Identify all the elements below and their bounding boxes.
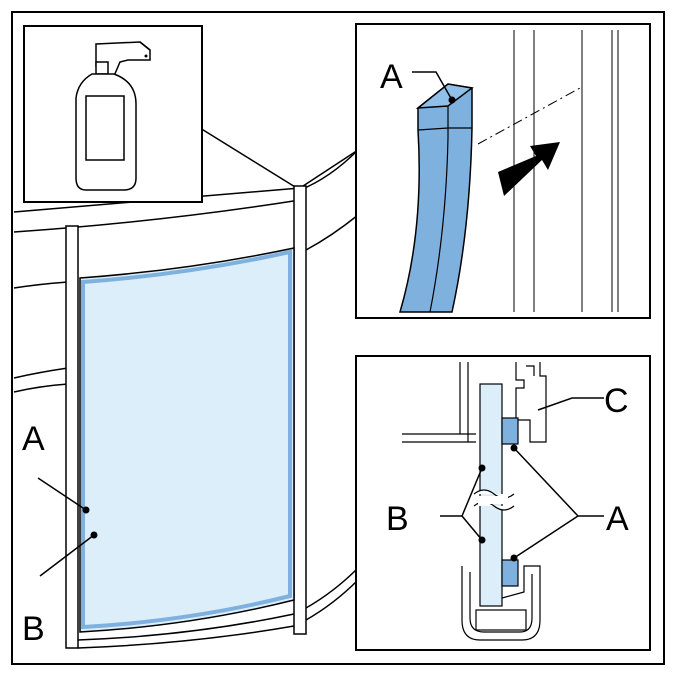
label-b-main: B [22, 610, 45, 648]
seal-top [501, 417, 519, 445]
glass-seal [81, 249, 292, 630]
callout-line-a [37, 477, 87, 511]
label-b-section: B [386, 500, 409, 538]
right-profile [293, 185, 307, 635]
spray-bottle-inset [23, 25, 203, 203]
label-c-section: C [604, 382, 629, 420]
shower-cabin-view: A B [13, 127, 359, 649]
spray-bottle-icon [75, 41, 151, 191]
label-a-section: A [606, 500, 629, 538]
seal-bottom [501, 559, 519, 587]
callout-line-b [39, 534, 95, 577]
seal-install-inset: A [355, 23, 651, 319]
label-a-seal: A [380, 58, 403, 96]
seal-strip [398, 83, 474, 313]
push-arrow-icon [498, 142, 560, 196]
cross-section-inset: B A C [355, 355, 651, 651]
glass-door [79, 247, 295, 633]
left-profile [65, 225, 79, 649]
label-a-main: A [22, 420, 45, 458]
